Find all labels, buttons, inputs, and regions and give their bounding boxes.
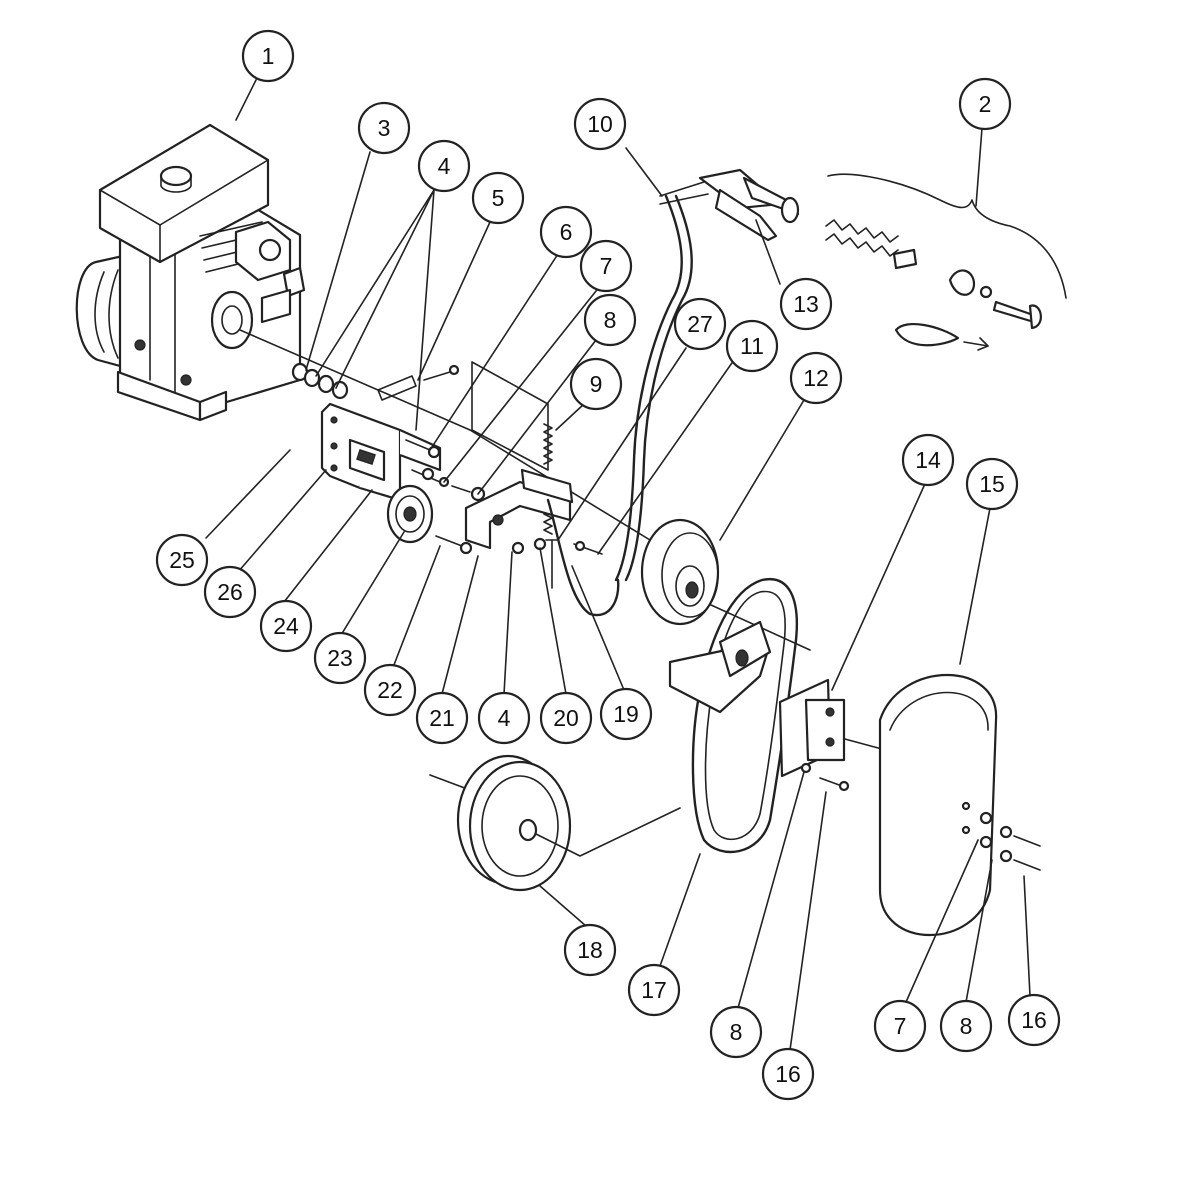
- callout-19: 19: [599, 687, 653, 741]
- svg-text:10: 10: [587, 111, 613, 137]
- svg-text:26: 26: [217, 579, 243, 605]
- control-cable: [546, 194, 693, 617]
- tensioner-assembly: [386, 423, 603, 589]
- svg-text:8: 8: [960, 1013, 973, 1039]
- control-lever: [659, 168, 800, 242]
- driven-pulley: [456, 754, 681, 892]
- callout-18: 18: [563, 923, 617, 977]
- engine: [75, 123, 306, 422]
- belt-guard: [878, 674, 1041, 936]
- svg-text:2: 2: [979, 91, 992, 117]
- svg-text:24: 24: [273, 613, 299, 639]
- svg-text:7: 7: [600, 253, 613, 279]
- svg-text:14: 14: [915, 447, 941, 473]
- svg-text:8: 8: [730, 1019, 743, 1045]
- svg-text:8: 8: [604, 307, 617, 333]
- callout-10: 10: [573, 97, 627, 151]
- callout-8-mid: 8: [709, 1005, 763, 1059]
- callouts: 1 2 3 4 5 6 7 8 9 10 27 11 12 13 14 15 2…: [155, 29, 1061, 1101]
- callout-5: 5: [471, 171, 525, 225]
- svg-text:13: 13: [793, 291, 819, 317]
- callout-9: 9: [569, 357, 623, 411]
- belt-guide-bracket: [668, 620, 850, 792]
- callout-7-top: 7: [579, 239, 633, 293]
- callout-17: 17: [627, 963, 681, 1017]
- svg-text:6: 6: [560, 219, 573, 245]
- callout-20: 20: [539, 691, 593, 745]
- callout-8-bottom: 8: [939, 999, 993, 1053]
- svg-text:9: 9: [590, 371, 603, 397]
- callout-15: 15: [965, 457, 1019, 511]
- callout-2: 2: [958, 77, 1012, 131]
- clutch-housing: [320, 402, 442, 502]
- svg-text:27: 27: [687, 311, 713, 337]
- callout-7-bottom: 7: [873, 999, 927, 1053]
- callout-12: 12: [789, 351, 843, 405]
- svg-text:15: 15: [979, 471, 1005, 497]
- callout-3: 3: [357, 101, 411, 155]
- callout-24: 24: [259, 599, 313, 653]
- svg-text:5: 5: [492, 185, 505, 211]
- callout-25: 25: [155, 533, 209, 587]
- spacer-washers: [291, 362, 349, 400]
- svg-text:20: 20: [553, 705, 579, 731]
- svg-text:3: 3: [378, 115, 391, 141]
- svg-text:11: 11: [740, 333, 764, 359]
- callout-13: 13: [779, 277, 833, 331]
- callout-22: 22: [363, 663, 417, 717]
- callout-4-bottom: 4: [477, 691, 531, 745]
- svg-text:19: 19: [613, 701, 639, 727]
- svg-text:25: 25: [169, 547, 195, 573]
- svg-text:7: 7: [894, 1013, 907, 1039]
- bracket-plate: [471, 361, 549, 471]
- engine-pulley: [640, 518, 720, 626]
- svg-text:21: 21: [429, 705, 455, 731]
- callout-14: 14: [901, 433, 955, 487]
- svg-text:1: 1: [262, 43, 275, 69]
- svg-text:12: 12: [803, 365, 829, 391]
- svg-text:16: 16: [775, 1061, 801, 1087]
- svg-text:23: 23: [327, 645, 353, 671]
- callout-11: 11: [725, 319, 779, 373]
- svg-text:22: 22: [377, 677, 403, 703]
- callout-16-bottom: 16: [1007, 993, 1061, 1047]
- callout-21: 21: [415, 691, 469, 745]
- spring-latch-kit: [825, 173, 1067, 351]
- callout-16-mid: 16: [761, 1047, 815, 1101]
- callout-26: 26: [203, 565, 257, 619]
- svg-text:4: 4: [438, 153, 451, 179]
- callout-23: 23: [313, 631, 367, 685]
- svg-text:4: 4: [498, 705, 511, 731]
- callout-8-top: 8: [583, 293, 637, 347]
- svg-text:18: 18: [577, 937, 603, 963]
- svg-text:16: 16: [1021, 1007, 1047, 1033]
- callout-4-top: 4: [417, 139, 471, 193]
- callout-6: 6: [539, 205, 593, 259]
- leader-lines: [205, 79, 1031, 1051]
- hardware-bolts-washers: [377, 364, 486, 502]
- callout-27: 27: [673, 297, 727, 351]
- callout-1: 1: [241, 29, 295, 83]
- svg-text:17: 17: [641, 977, 667, 1003]
